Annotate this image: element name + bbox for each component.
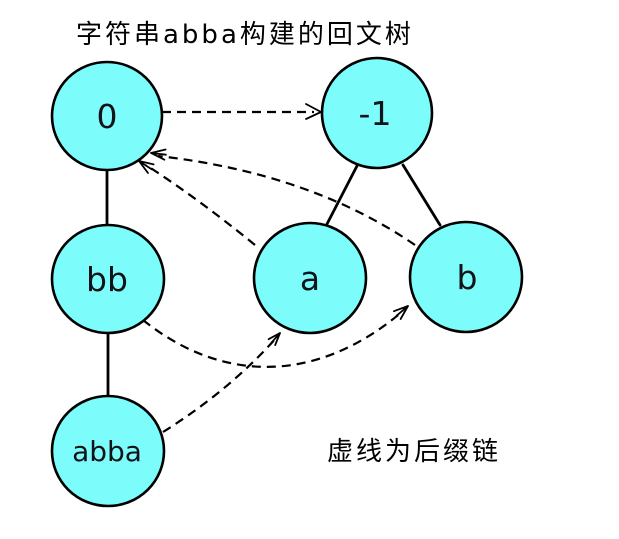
arrowhead-into-0-from-b — [150, 148, 167, 161]
node-bb-circle — [50, 223, 166, 335]
node-bb: bb — [50, 223, 166, 335]
node-abba-label: abba — [72, 435, 142, 468]
tree-edge-neg1-b — [401, 163, 442, 227]
node-b-label: b — [457, 258, 478, 297]
suffix-links — [138, 103, 416, 433]
arrowhead-into-b — [393, 305, 409, 320]
tree-edges — [105, 162, 442, 399]
node-0: 0 — [50, 60, 164, 172]
node-bb-label: bb — [86, 260, 128, 299]
node-abba-circle — [50, 394, 166, 508]
arrowhead-into-neg1 — [305, 103, 322, 120]
suffix-link-legend: 虚线为后缀链 — [327, 437, 502, 467]
suffix-link-b-0 — [157, 154, 416, 246]
node-b-circle — [408, 220, 524, 334]
node-0-label: 0 — [97, 97, 118, 136]
tree-edge-neg1-a — [325, 162, 360, 226]
node-neg1: -1 — [320, 56, 434, 170]
diagram-title: 字符串abba构建的回文树 — [76, 20, 414, 50]
node-a-label: a — [300, 259, 320, 298]
node-neg1-circle — [320, 56, 434, 170]
suffix-link-bb-b — [142, 310, 404, 368]
node-neg1-label: -1 — [359, 94, 392, 133]
suffix-link-abba-a — [162, 336, 278, 433]
node-abba: abba — [50, 394, 166, 508]
node-b: b — [408, 220, 524, 334]
arrowhead-into-a — [267, 332, 281, 346]
node-a: a — [252, 221, 368, 335]
suffix-link-a-0 — [145, 164, 256, 246]
node-a-circle — [252, 221, 368, 335]
node-0-circle — [50, 60, 164, 172]
arrowhead-into-0-from-a — [138, 160, 155, 174]
